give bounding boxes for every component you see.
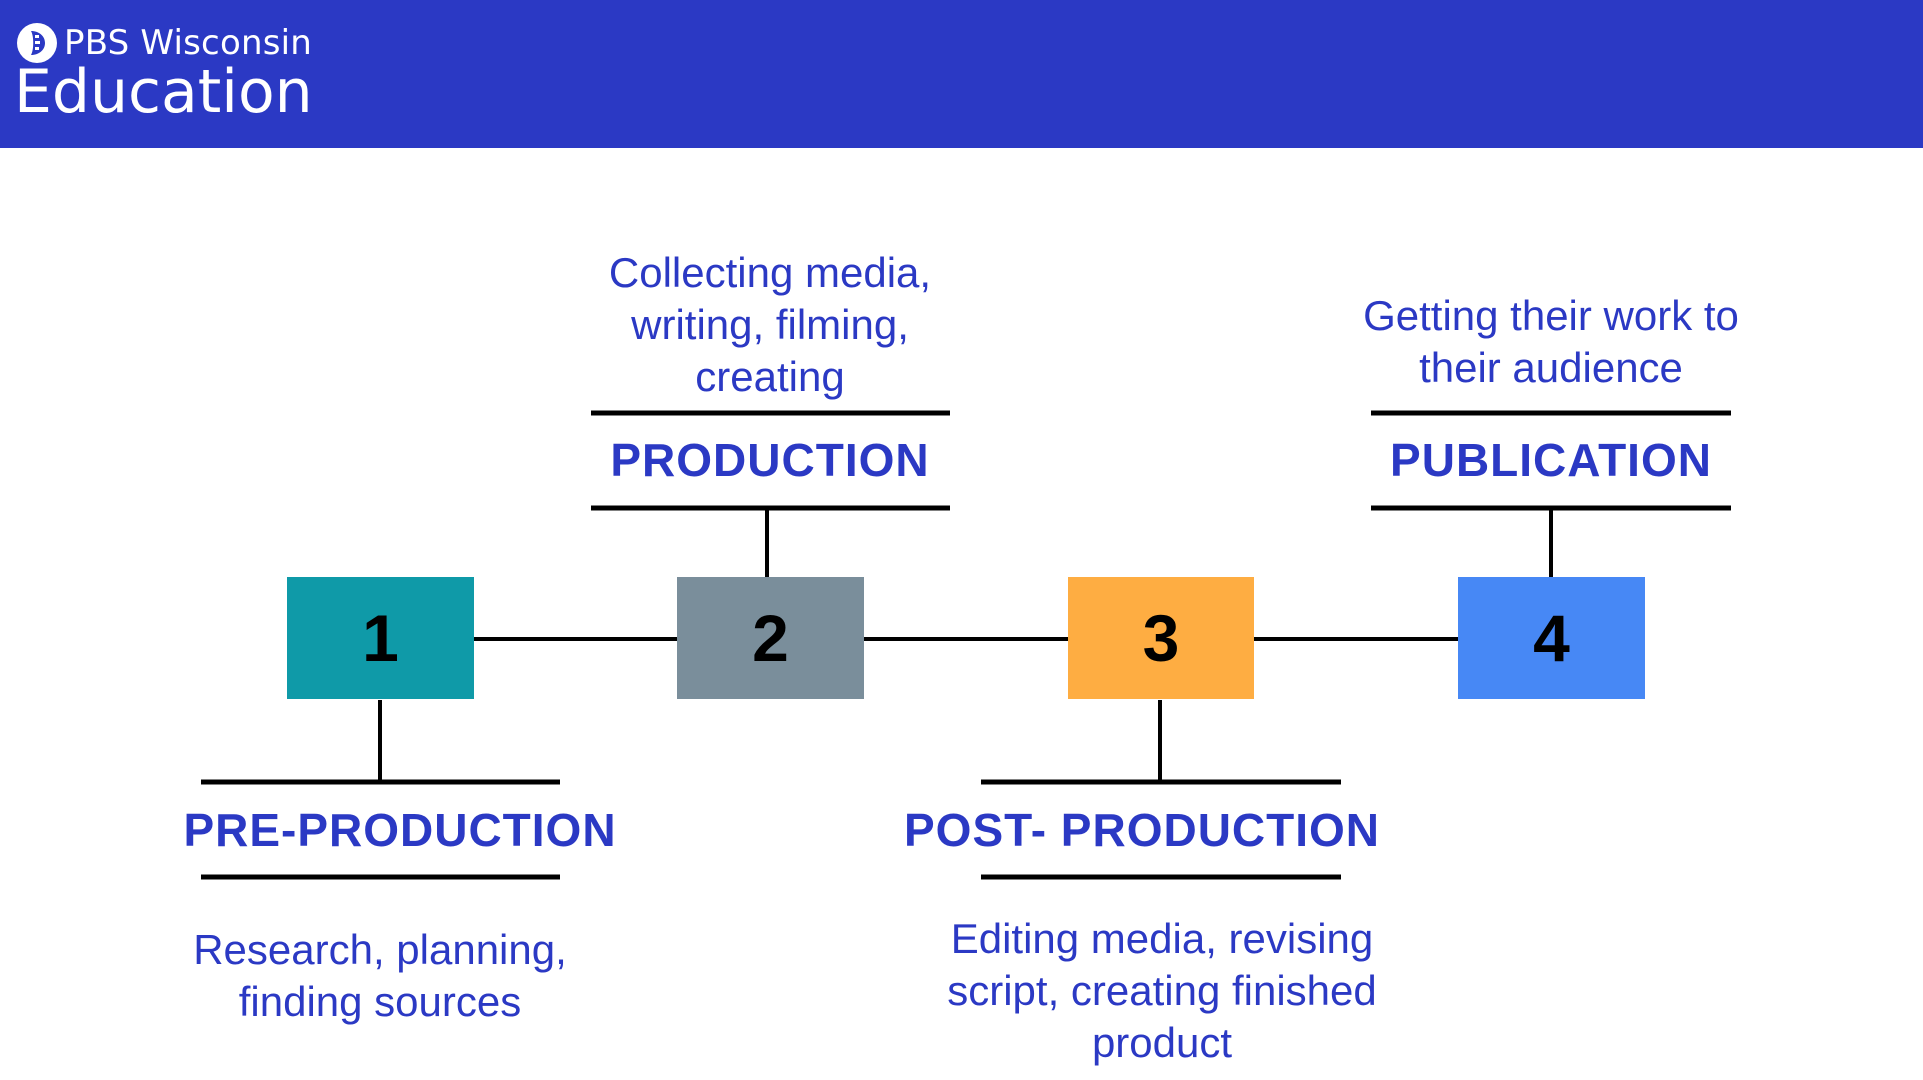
stage-description-4: Getting their work to their audience	[1363, 292, 1739, 391]
brand-name: PBS Wisconsin	[64, 23, 313, 63]
pbs-head-icon	[17, 23, 57, 63]
pbs-wisconsin-logo[interactable]: PBS Wisconsin	[16, 20, 312, 66]
stage-number: 2	[752, 601, 789, 675]
stage-number: 1	[362, 601, 399, 675]
stage-box-3: 3	[1068, 577, 1254, 699]
stage-number: 4	[1533, 601, 1570, 675]
stage-title-production: PRODUCTION	[610, 434, 930, 486]
stage-title-publication: PUBLICATION	[1390, 434, 1712, 486]
stage-title-post-production: POST- PRODUCTION	[903, 804, 1381, 856]
stage-description-1: Research, planning, finding sources	[193, 926, 567, 1025]
stage-title-pre-production: PRE-PRODUCTION	[183, 804, 617, 856]
stage-number: 3	[1142, 601, 1180, 675]
stage-box-1: 1	[287, 577, 474, 699]
stage-box-4: 4	[1458, 577, 1645, 699]
brand-subtitle: Education	[14, 57, 313, 127]
stage-box-2: 2	[677, 577, 864, 699]
header-bar: PBS Wisconsin Education	[0, 0, 1923, 148]
stage-description-2: Collecting media, writing, filming, crea…	[608, 249, 932, 400]
stage-description-3: Editing media, revising script, creating…	[947, 915, 1377, 1066]
